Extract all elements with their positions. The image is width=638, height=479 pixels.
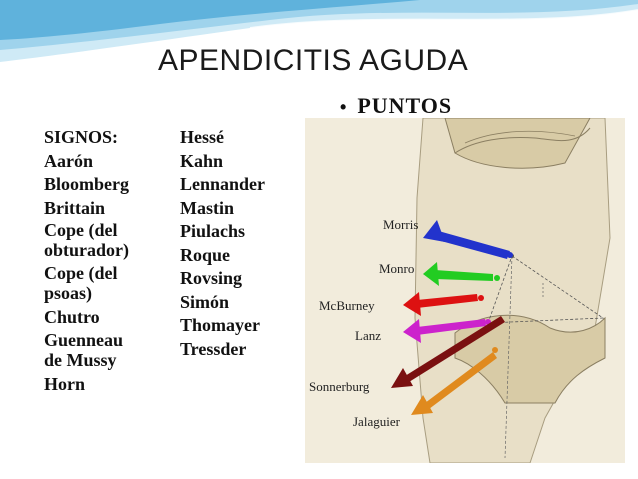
list-item: Simón	[180, 291, 230, 312]
jalaguier-arrow	[425, 352, 497, 409]
rib-cage	[444, 118, 591, 169]
jalaguier-point: Jalaguier	[353, 347, 498, 429]
list-item: Thomayer	[180, 315, 260, 335]
monro-label: Monro	[379, 261, 414, 276]
list-item: Kahn	[180, 150, 224, 171]
morris-label: Morris	[383, 217, 418, 232]
list-item: Roque	[180, 244, 231, 265]
list-item: Aarón	[44, 150, 93, 171]
pelvis	[454, 314, 606, 404]
slide-title: APENDICITIS AGUDA	[158, 44, 469, 77]
header-wave	[0, 0, 638, 62]
morris-point: Morris	[383, 217, 513, 259]
puntos-label: PUNTOS	[357, 93, 453, 118]
signos-list-2: Hessé Kahn Lennander Mastin Piulachs Roq…	[180, 126, 300, 361]
reference-triangle	[487, 255, 605, 324]
signos-list: SIGNOS: Aarón Bloomberg Brittain Cope (d…	[44, 126, 169, 396]
list-item: Rovsing	[180, 268, 243, 288]
lanz-point: Lanz	[355, 319, 491, 343]
mcburney-point: McBurney	[319, 292, 484, 316]
sonnerburg-label: Sonnerburg	[309, 379, 370, 394]
list-item: Cope (del psoas)	[44, 263, 118, 303]
list-item: SIGNOS:	[44, 127, 119, 147]
list-item: Guenneau de Mussy	[44, 329, 124, 370]
list-item: Chutro	[44, 307, 100, 327]
sonnerburg-arrow	[405, 316, 505, 382]
mcburney-label: McBurney	[319, 298, 375, 313]
morris-arrow	[430, 230, 510, 259]
mcburney-arrow	[417, 294, 478, 308]
list-item: Hessé	[180, 127, 224, 147]
monro-point: Monro	[379, 261, 500, 286]
lanz-label: Lanz	[355, 328, 381, 343]
puntos-heading: • PUNTOS	[340, 93, 452, 119]
list-item: Horn	[44, 373, 86, 394]
lanz-arrow	[417, 319, 486, 335]
list-item: Cope (del obturador)	[44, 220, 129, 260]
list-item: Bloomberg	[44, 174, 129, 194]
jalaguier-label: Jalaguier	[353, 414, 401, 429]
list-item: Mastin	[180, 197, 234, 218]
list-item: Tressder	[180, 338, 247, 359]
list-item: Brittain	[44, 197, 105, 218]
sonnerburg-point: Sonnerburg	[309, 316, 505, 394]
monro-arrow	[435, 270, 493, 281]
abdominal-points-diagram: Morris Monro McBurney Lanz Sonnerburg Ja…	[305, 118, 625, 463]
list-item: Piulachs	[180, 221, 246, 241]
bullet-icon: •	[340, 97, 348, 117]
list-item: Lennander	[180, 174, 266, 194]
